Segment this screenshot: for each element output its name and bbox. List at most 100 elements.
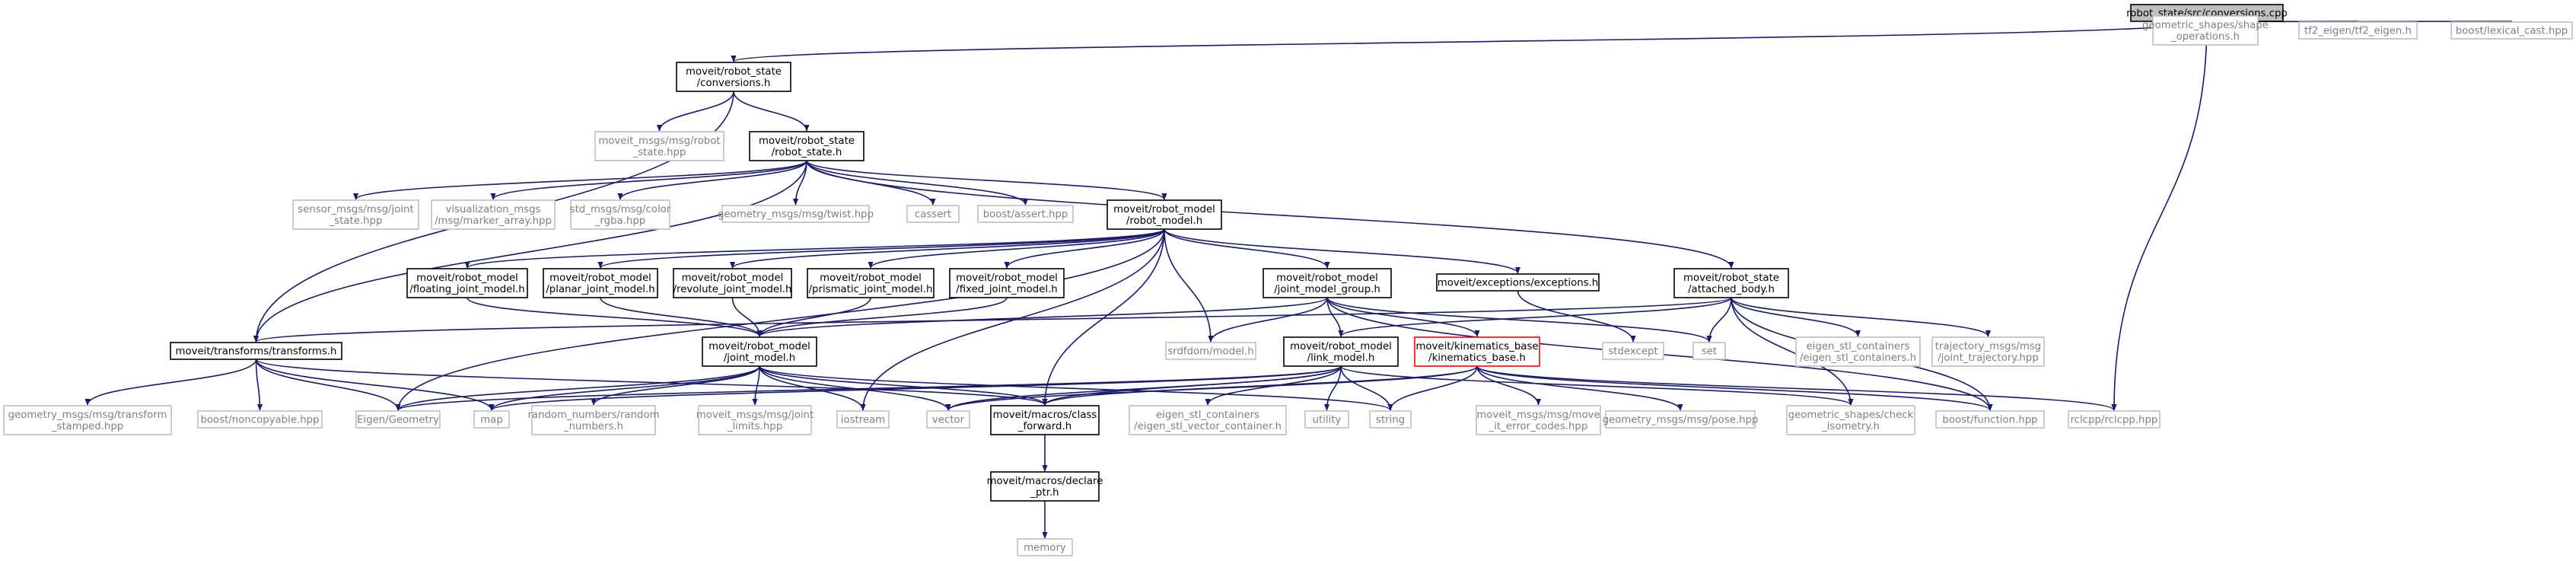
edge-rm-to-fxjm: [1004, 228, 1165, 269]
edge-kb-to-pose: [1476, 365, 1683, 411]
node-box: [431, 199, 556, 230]
node-eigstl: eigen_stl_containers/eigen_stl_container…: [1795, 336, 1921, 367]
node-label-line: moveit/robot_model: [1276, 273, 1378, 284]
node-label-line: /floating_joint_model.h: [409, 284, 524, 295]
node-label-line: /eigen_stl_vector_container.h: [1134, 421, 1282, 432]
node-cf[interactable]: moveit/macros/class_forward.h: [990, 405, 1100, 435]
edge-rm-to-cf: [1042, 228, 1165, 406]
node-utility: utility: [1304, 410, 1349, 429]
node-label-line: set: [1702, 346, 1717, 358]
node-conv[interactable]: moveit/robot_state/conversions.h: [676, 62, 791, 92]
node-label-line: stdexcept: [1608, 346, 1657, 358]
node-label-line: cassert: [915, 209, 951, 221]
node-dp[interactable]: moveit/macros/declare_ptr.h: [987, 471, 1103, 502]
node-box: [1414, 336, 1540, 367]
node-label-line: moveit_msgs/msg/joint: [696, 410, 814, 421]
node-box: [1605, 410, 1756, 429]
node-label-line: boost/function.hpp: [1942, 415, 2037, 426]
node-prjm[interactable]: moveit/robot_model/prismatic_joint_model…: [807, 268, 935, 298]
node-jm[interactable]: moveit/robot_model/joint_model.h: [702, 336, 817, 367]
node-rsmsg: moveit_msgs/msg/robot_state.hpp: [594, 131, 724, 161]
node-label-line: moveit/robot_state: [1683, 273, 1779, 284]
node-twist: geometry_msgs/msg/twist.hpp: [718, 205, 874, 223]
node-sensor: sensor_msgs/msg/joint_state.hpp: [292, 199, 419, 230]
node-set: set: [1692, 342, 1726, 360]
node-gtrans: geometry_msgs/msg/transform_stamped.hpp: [3, 405, 172, 435]
node-label-line: /joint_model_group.h: [1274, 284, 1380, 295]
node-label-line: moveit/robot_model: [956, 273, 1058, 284]
node-rjm[interactable]: moveit/robot_model/revolute_joint_model.…: [673, 268, 792, 298]
node-box: [292, 199, 419, 230]
edge-root-to-conv: [731, 21, 2208, 62]
node-box: [749, 131, 865, 161]
node-label-line: moveit/exceptions/exceptions.h: [1438, 278, 1598, 289]
node-bassert: boost/assert.hpp: [977, 205, 1074, 223]
node-fjm[interactable]: moveit/robot_model/floating_joint_model.…: [406, 268, 528, 298]
edge-lm-to-vector: [945, 365, 1342, 411]
node-box: [949, 268, 1065, 298]
node-rm[interactable]: moveit/robot_model/robot_model.h: [1107, 199, 1222, 230]
node-label-line: geometry_msgs/msg/transform: [8, 410, 167, 421]
node-label-line: /joint_model.h: [724, 352, 795, 364]
node-label-line: _forward.h: [1017, 421, 1071, 432]
node-label-line: /robot_state.h: [772, 147, 842, 158]
edge-lm-to-string: [1340, 365, 1393, 411]
node-box: [2298, 21, 2418, 40]
node-box: [1129, 405, 1287, 435]
node-exc[interactable]: moveit/exceptions/exceptions.h: [1436, 273, 1600, 292]
node-evc: eigen_stl_containers/eigen_stl_vector_co…: [1129, 405, 1287, 435]
edge-tt-to-map: [255, 359, 495, 411]
node-rs[interactable]: moveit/robot_state/robot_state.h: [749, 131, 865, 161]
node-box: [1795, 336, 1921, 367]
node-box: [531, 405, 656, 435]
node-box: [2450, 21, 2573, 40]
node-label-line: _limits.hpp: [727, 421, 782, 432]
edge-fxjm-to-jm: [756, 297, 1008, 337]
node-box: [1283, 336, 1399, 367]
node-label-line: /conversions.h: [697, 78, 771, 89]
node-ab[interactable]: moveit/robot_state/attached_body.h: [1673, 268, 1789, 298]
edge-conv-to-rs: [733, 91, 810, 132]
node-label-line: moveit/robot_state: [686, 66, 782, 78]
node-lm[interactable]: moveit/robot_model/link_model.h: [1283, 336, 1399, 367]
node-vis: visualization_msgs/msg/marker_array.hpp: [431, 199, 556, 230]
node-label-line: boost/lexical_cast.hpp: [2456, 26, 2568, 37]
node-label-line: tf2_eigen/tf2_eigen.h: [2304, 26, 2412, 37]
node-pjm[interactable]: moveit/robot_model/planar_joint_model.h: [543, 268, 658, 298]
edge-layer: [84, 15, 2513, 539]
node-box: [1436, 273, 1600, 292]
node-label-line: /planar_joint_model.h: [546, 284, 654, 295]
edge-rm-to-fjm: [464, 228, 1165, 269]
node-box: [1107, 199, 1222, 230]
node-tt[interactable]: moveit/transforms/transforms.h: [170, 342, 342, 360]
node-memory: memory: [1017, 538, 1073, 556]
edge-rs-to-sensor: [353, 160, 807, 200]
node-box: [673, 268, 792, 298]
edge-jm-to-cf: [759, 365, 1048, 406]
node-traj: trajectory_msgs/msg/joint_trajectory.hpp: [1931, 336, 2045, 367]
node-label-line: moveit/robot_model: [1290, 341, 1392, 352]
node-map: map: [473, 410, 510, 429]
node-label-line: /kinematics_base.h: [1428, 352, 1526, 364]
node-label-line: boost/noncopyable.hpp: [200, 415, 319, 426]
edge-jm-to-jlim: [752, 365, 760, 406]
node-label-line: /fixed_joint_model.h: [956, 284, 1057, 295]
node-kb[interactable]: moveit/kinematics_base/kinematics_base.h: [1414, 336, 1540, 367]
node-noncopy: boost/noncopyable.hpp: [197, 410, 323, 429]
node-box: [594, 131, 724, 161]
node-fxjm[interactable]: moveit/robot_model/fixed_joint_model.h: [949, 268, 1065, 298]
node-label-line: _state.hpp: [329, 215, 383, 227]
edge-ab-to-eigstl: [1731, 297, 1861, 337]
node-box: [807, 268, 935, 298]
node-label-line: _state.hpp: [632, 147, 686, 158]
node-box: [1263, 268, 1392, 298]
edge-kb-to-bfunc: [1476, 365, 1993, 411]
node-stdexcept: stdexcept: [1602, 342, 1664, 360]
node-label-line: _operations.h: [2170, 31, 2240, 43]
edge-lm-to-map: [489, 365, 1342, 411]
node-jmg[interactable]: moveit/robot_model/joint_model_group.h: [1263, 268, 1392, 298]
node-label-line: moveit/transforms/transforms.h: [176, 346, 337, 358]
node-label-line: /prismatic_joint_model.h: [809, 284, 933, 295]
node-iostream: iostream: [836, 410, 890, 429]
node-label-line: memory: [1024, 543, 1066, 554]
